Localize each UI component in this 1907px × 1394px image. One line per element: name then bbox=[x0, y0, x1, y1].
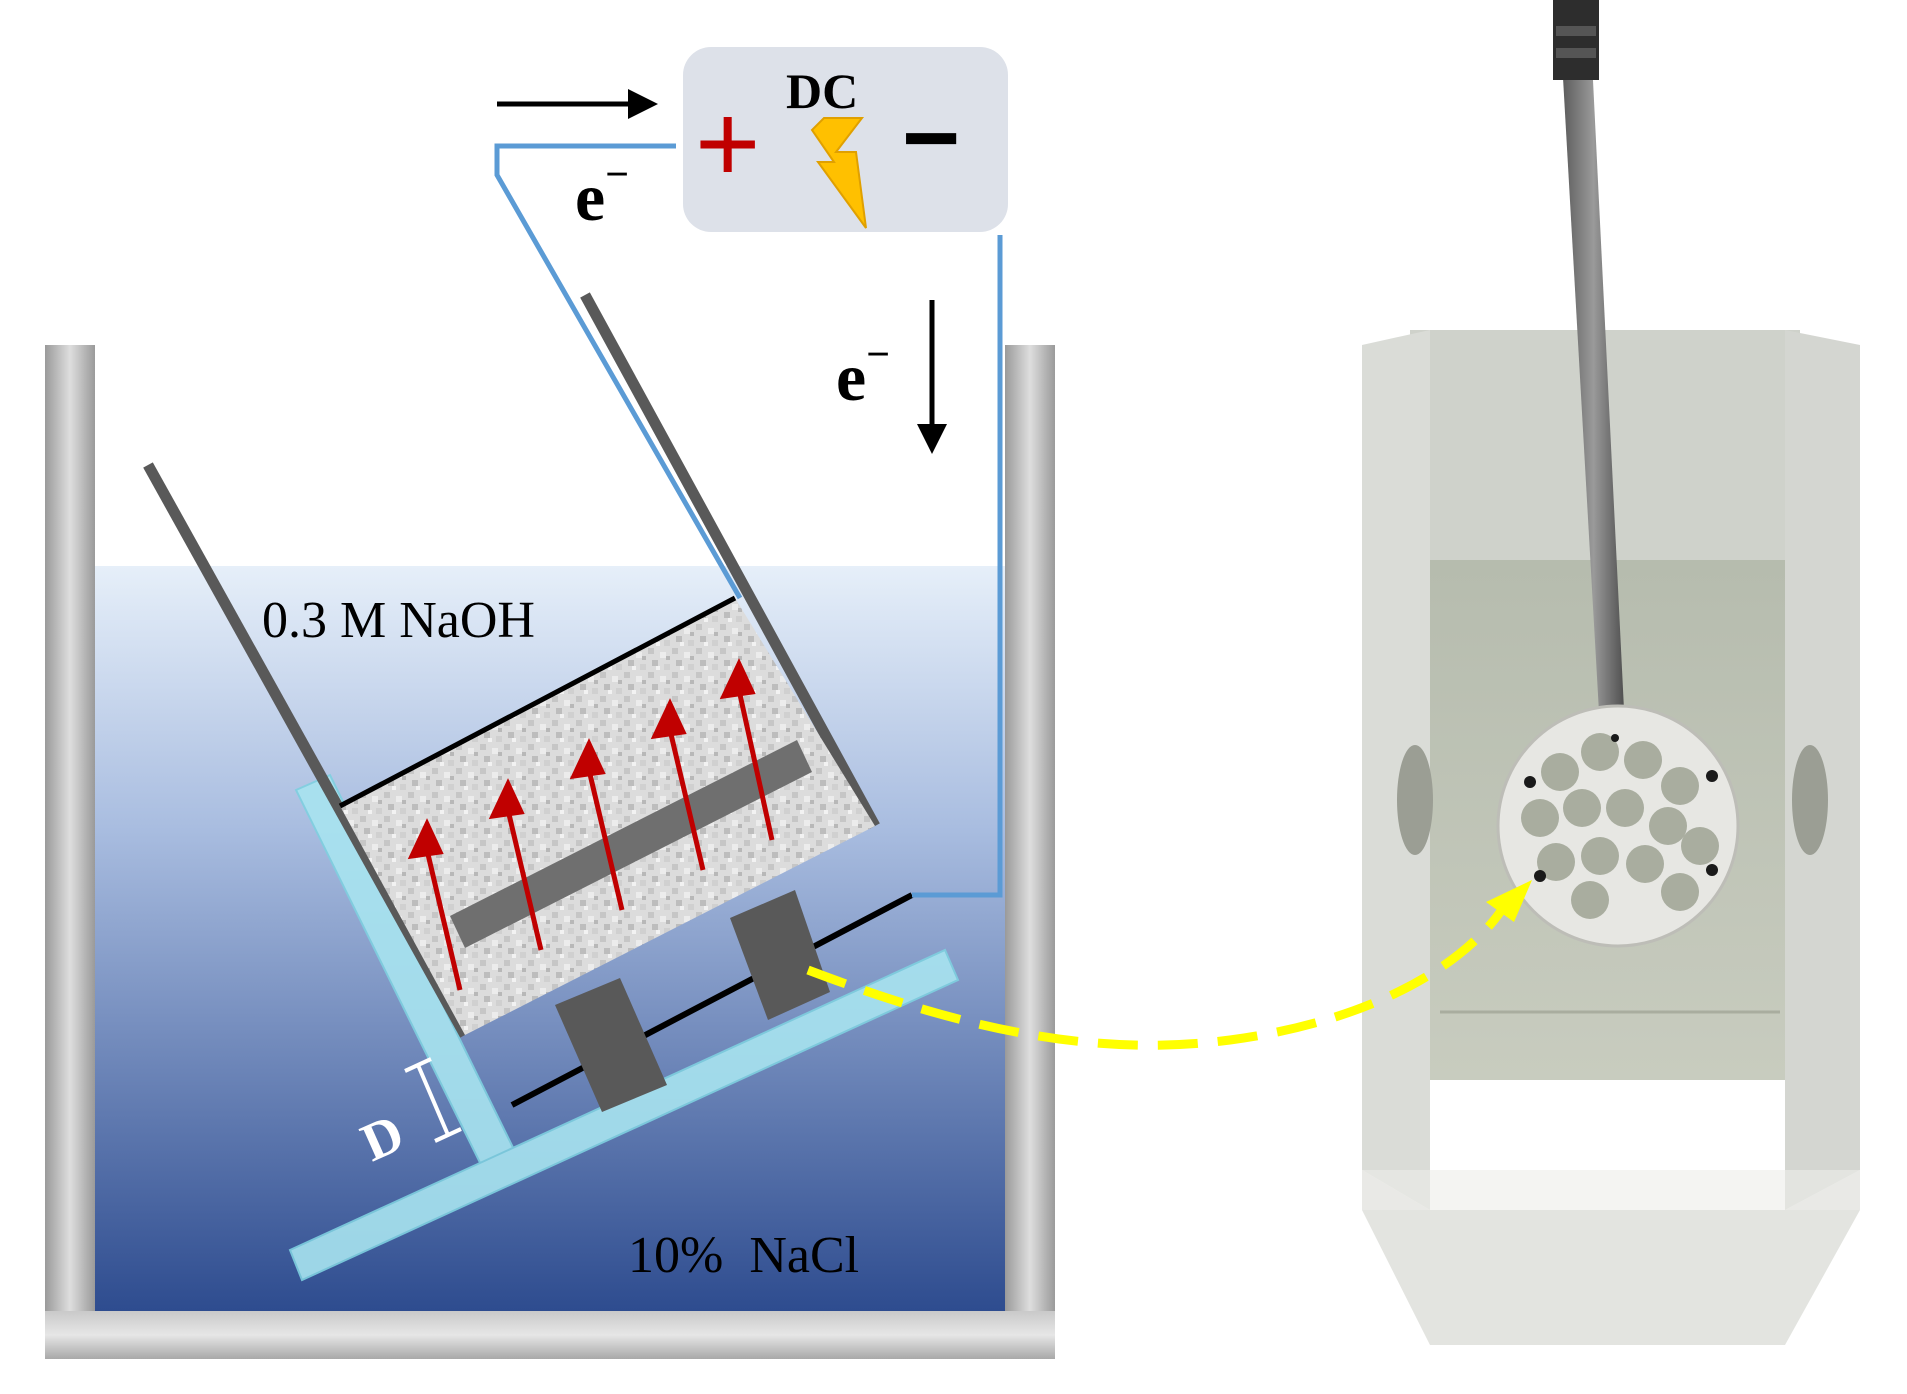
dashed-arrow-head bbox=[1486, 880, 1532, 922]
dc-label: DC bbox=[786, 63, 858, 119]
disk-holes bbox=[1521, 733, 1719, 919]
container-left-wall bbox=[1362, 330, 1430, 1210]
tank-right-wall bbox=[1005, 345, 1055, 1311]
field-arrow-4-head bbox=[650, 698, 687, 740]
apparatus-photo bbox=[1362, 0, 1860, 1345]
top-electron-label: e− bbox=[575, 152, 629, 235]
embedded-steel-bar bbox=[450, 740, 812, 948]
disk-bolts bbox=[1524, 734, 1718, 882]
field-arrow-3-head bbox=[569, 738, 606, 780]
field-arrow-5 bbox=[736, 689, 775, 841]
field-arrow-5-head bbox=[719, 658, 756, 700]
field-arrow-2 bbox=[505, 809, 544, 951]
right-electron-label: e− bbox=[836, 332, 890, 415]
tank-floor bbox=[45, 1311, 1055, 1359]
left-wall-hole bbox=[1397, 745, 1433, 855]
lower-solution-label: 10% NaCl bbox=[628, 1227, 859, 1284]
rod-connector bbox=[1553, 0, 1599, 80]
lightning-bolt-icon bbox=[810, 117, 867, 229]
field-arrows bbox=[407, 658, 775, 991]
support-foot-2 bbox=[730, 890, 830, 1020]
cathode-plate bbox=[510, 892, 914, 1108]
support-foot-1 bbox=[555, 978, 667, 1112]
field-arrow-4 bbox=[667, 729, 706, 871]
support-feet bbox=[555, 890, 830, 1112]
field-arrow-2-head bbox=[488, 778, 525, 820]
glass-holder bbox=[288, 773, 960, 1282]
gap-indicator bbox=[404, 1057, 462, 1143]
container-front bbox=[1362, 1170, 1860, 1345]
upper-solution-label: 0.3 M NaOH bbox=[262, 592, 535, 649]
cup-left-wall bbox=[143, 462, 470, 1038]
positive-wire bbox=[494, 143, 743, 600]
container-front-face bbox=[1362, 1170, 1860, 1210]
cup-right-wall bbox=[580, 292, 880, 829]
tank-left-wall bbox=[45, 345, 95, 1311]
right-wall-hole bbox=[1792, 745, 1828, 855]
positive-terminal: + bbox=[695, 81, 760, 206]
field-arrow-1 bbox=[424, 849, 463, 991]
field-arrow-1-head bbox=[407, 818, 444, 860]
sample-top-line bbox=[338, 595, 737, 809]
negative-wire bbox=[912, 235, 1003, 898]
field-arrow-3 bbox=[586, 769, 625, 911]
dashed-curved-arrow-icon bbox=[806, 902, 1509, 1050]
metal-rod bbox=[1562, 60, 1625, 730]
negative-terminal: − bbox=[902, 82, 960, 194]
